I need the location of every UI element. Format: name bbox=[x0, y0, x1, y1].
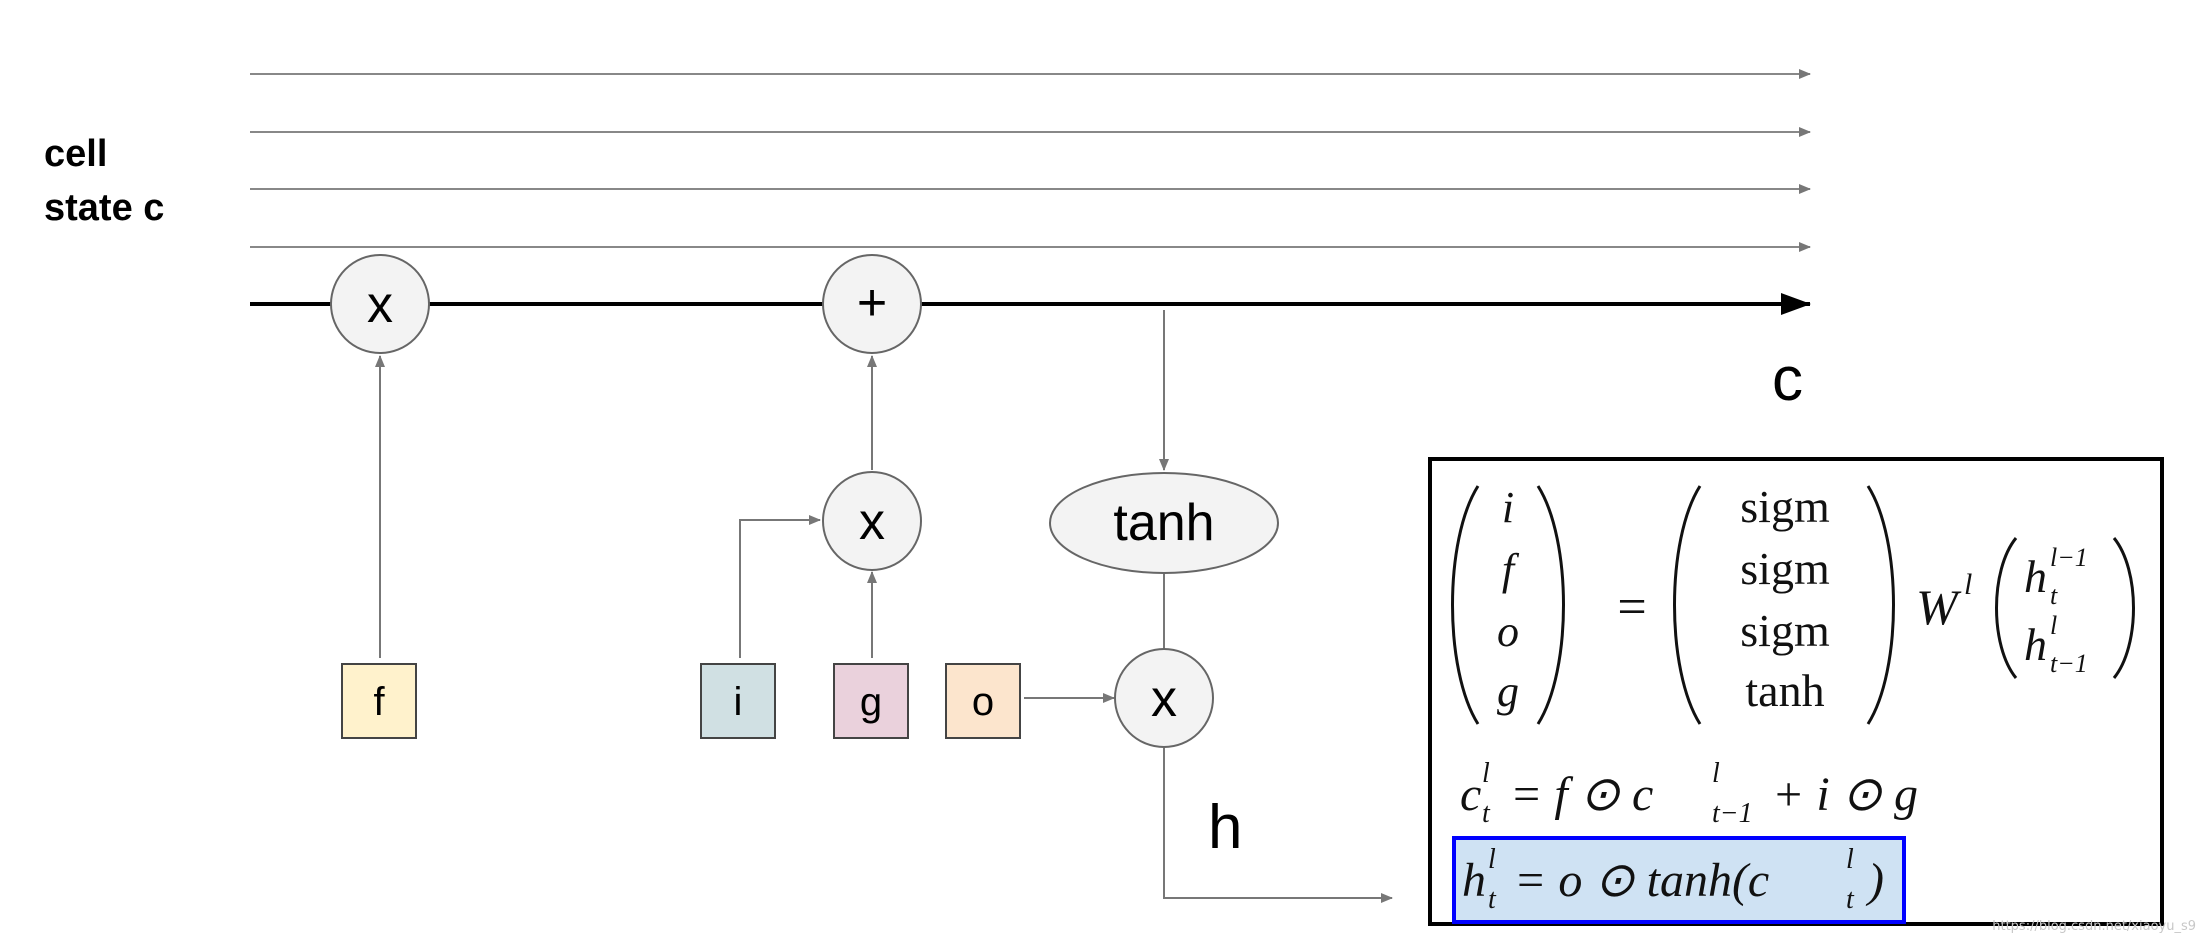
vec-mid-row-3: sigm bbox=[1740, 605, 1830, 656]
forget-multiply-symbol: x bbox=[367, 276, 393, 334]
mid-vector-open-paren bbox=[1673, 485, 1702, 725]
gate-o: o bbox=[945, 663, 1021, 739]
vec-right-bottom-sup: l bbox=[2050, 611, 2057, 640]
hidden-update-lhs-sub: t bbox=[1488, 884, 1497, 915]
hidden-update-rhs-sup: l bbox=[1846, 844, 1854, 875]
weight-superscript: l bbox=[1964, 568, 1972, 601]
h-output-arrow bbox=[1163, 748, 1393, 903]
hidden-update-rhs-sub: t bbox=[1846, 884, 1855, 915]
output-multiply-symbol: x bbox=[1151, 670, 1177, 728]
cell-update-rhs-part1: = f ⊙ c bbox=[1510, 768, 1653, 821]
equation-panel: i f o g = sigm sigm sigm tanh W l h l−1 … bbox=[1428, 457, 2164, 926]
vec-right-bottom: h bbox=[2024, 619, 2047, 670]
add-symbol: + bbox=[857, 274, 887, 332]
hidden-update-highlight bbox=[1452, 836, 1906, 924]
input-multiply-node: x bbox=[822, 471, 922, 571]
weight-symbol: W bbox=[1916, 579, 1962, 635]
cell-update-rhs-part2: + i ⊙ g bbox=[1772, 768, 1918, 821]
input-multiply-symbol: x bbox=[859, 493, 885, 551]
cell-update-lhs-sup: l bbox=[1482, 758, 1490, 789]
vec-right-top-sub: t bbox=[2050, 581, 2058, 610]
right-vector-close-paren bbox=[2112, 537, 2135, 679]
output-h-label: h bbox=[1208, 793, 1242, 862]
gate-o-label: o bbox=[972, 680, 994, 724]
cell-state-label-line1: cell bbox=[44, 133, 107, 175]
gate-g: g bbox=[833, 663, 909, 739]
vec-left-g: g bbox=[1497, 667, 1519, 716]
vec-right-top: h bbox=[2024, 551, 2047, 602]
output-multiply-node: x bbox=[1114, 648, 1214, 748]
cell-update-rhs-sub: t−1 bbox=[1712, 798, 1753, 829]
cell-update-rhs-sup: l bbox=[1712, 758, 1720, 789]
left-vector-close-paren bbox=[1536, 485, 1565, 725]
tanh-node: tanh bbox=[1049, 472, 1279, 574]
mid-vector-close-paren bbox=[1866, 485, 1895, 725]
gate-g-label: g bbox=[860, 680, 882, 724]
hidden-update-rhs: = o ⊙ tanh(c bbox=[1514, 854, 1769, 907]
forget-multiply-node: x bbox=[330, 254, 430, 354]
vec-left-o: o bbox=[1497, 607, 1519, 656]
vec-mid-row-4: tanh bbox=[1745, 665, 1824, 716]
add-node: + bbox=[822, 254, 922, 354]
vec-right-top-sup: l−1 bbox=[2050, 543, 2088, 572]
cell-update-lhs: c bbox=[1460, 768, 1481, 821]
gate-f-label: f bbox=[373, 680, 385, 724]
right-vector-open-paren bbox=[1995, 537, 2018, 679]
vec-left-i: i bbox=[1502, 483, 1514, 532]
i-to-input-multiply-arrow bbox=[739, 515, 821, 658]
watermark: https://blog.csdn.net/xiaoyu_s9 bbox=[1992, 919, 2196, 934]
hidden-update-lhs: h bbox=[1462, 854, 1486, 907]
vec-right-bottom-sub: t−1 bbox=[2050, 649, 2088, 678]
gate-i: i bbox=[700, 663, 776, 739]
gate-i-label: i bbox=[734, 680, 743, 724]
hidden-update-rhs-close: ) bbox=[1865, 854, 1884, 907]
cell-state-label-line2: state c bbox=[44, 187, 164, 229]
output-c-label: c bbox=[1772, 345, 1803, 414]
cell-update-lhs-sub: t bbox=[1482, 798, 1491, 829]
vec-mid-row-2: sigm bbox=[1740, 543, 1830, 594]
tanh-label: tanh bbox=[1113, 494, 1214, 552]
equals-sign: = bbox=[1617, 579, 1646, 636]
hidden-update-lhs-sup: l bbox=[1488, 844, 1496, 875]
left-vector-open-paren bbox=[1451, 485, 1480, 725]
vec-mid-row-1: sigm bbox=[1740, 481, 1830, 532]
gate-f: f bbox=[341, 663, 417, 739]
